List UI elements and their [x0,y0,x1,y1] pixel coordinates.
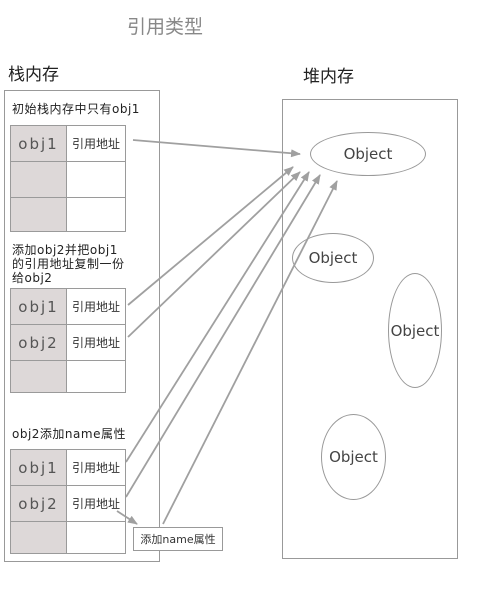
stack-cell-name [10,360,67,393]
heap-label: 堆内存 [303,67,354,87]
heap-object-main: Object [310,132,426,176]
stack-cell-value [66,161,126,198]
stack-cell-name [10,197,67,232]
stack-cell-value [66,360,126,393]
stack-cell-name: obj1 [10,449,67,486]
section-2-caption: 添加obj2并把obj1 的引用地址复制一份 给obj2 [12,243,125,285]
stack-cell-value: 引用地址 [66,485,126,522]
arrow-obj2-to-note [116,510,138,525]
heap-object: Object [388,273,442,388]
arrow-note-to-object [162,180,338,525]
stack-cell-name [10,161,67,198]
stack-cell-value [66,197,126,232]
stack-cell-name: obj1 [10,125,67,162]
stack-cell-value: 引用地址 [66,324,126,361]
stack-cell-value [66,521,126,554]
arrow-obj2-section2 [127,171,301,338]
heap-object: Object [321,414,386,500]
arrow-obj1-initial [132,139,301,158]
arrow-obj1-section2 [127,166,294,306]
stack-cell-name: obj1 [10,288,67,325]
stack-cell-value: 引用地址 [66,125,126,162]
stack-memory-box [4,90,160,562]
section-3-caption: obj2添加name属性 [12,427,126,441]
stack-cell-value: 引用地址 [66,449,126,486]
stack-cell-name: obj2 [10,485,67,522]
stack-label: 栈内存 [8,65,59,85]
diagram-title: 引用类型 [126,16,203,38]
arrow-obj1-section3 [125,171,310,463]
arrow-obj2-section3 [125,174,321,498]
heap-memory-box [282,99,458,559]
section-1-caption: 初始栈内存中只有obj1 [12,102,140,116]
stack-cell-name [10,521,67,554]
name-property-note: 添加name属性 [133,527,223,551]
